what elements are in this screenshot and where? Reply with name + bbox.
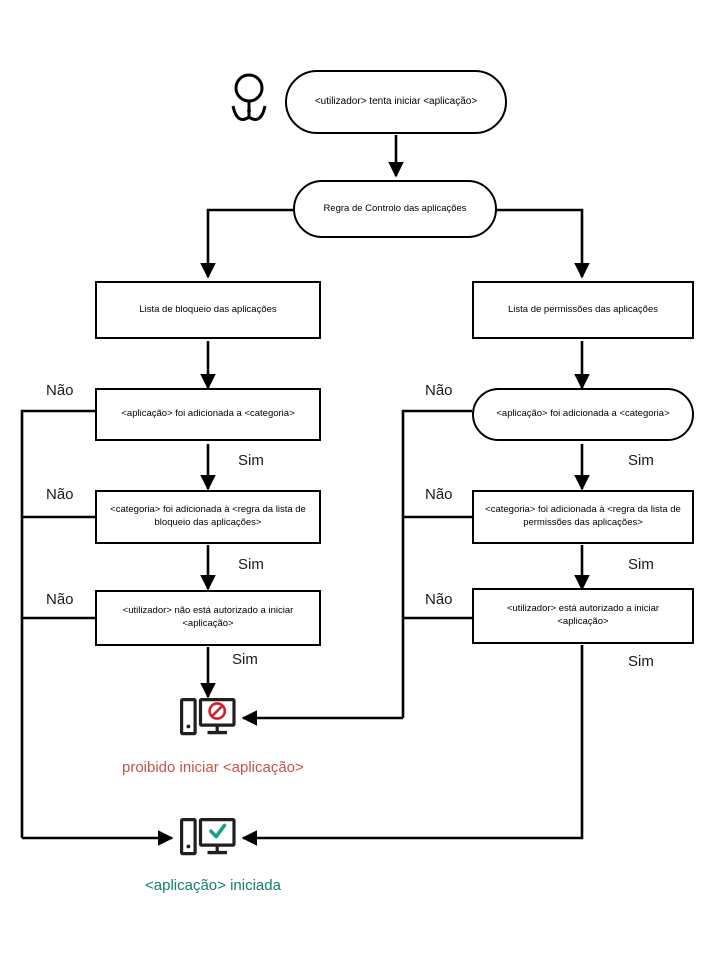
- monitor-blocked-icon: [180, 698, 236, 745]
- node-allow-rule[interactable]: <categoria> foi adicionada à <regra da l…: [472, 490, 694, 544]
- edge-label-left-nao-1: Não: [46, 382, 74, 399]
- edge-label-right-nao-2: Não: [425, 486, 453, 503]
- edge-label-right-nao-3: Não: [425, 591, 453, 608]
- edge-label-left-nao-3: Não: [46, 591, 74, 608]
- edge-label-right-sim-3: Sim: [628, 653, 654, 670]
- node-deny-category[interactable]: <aplicação> foi adicionada a <categoria>: [95, 388, 321, 441]
- edge-label-left-sim-1: Sim: [238, 452, 264, 469]
- node-allow-rule-label: <categoria> foi adicionada à <regra da l…: [485, 504, 681, 528]
- rail-right-nao-1: [401, 409, 472, 718]
- node-deny-user-label: <utilizador> não está autorizado a inici…: [122, 605, 294, 629]
- node-deny-rule-label: <categoria> foi adicionada à <regra da l…: [110, 504, 306, 528]
- user-actor-icon: [222, 72, 276, 139]
- node-allow-category-label: <aplicação> foi adicionada a <categoria>: [496, 408, 670, 420]
- edge-label-right-sim-1: Sim: [628, 452, 654, 469]
- node-allow-list-label: Lista de permissões das aplicações: [508, 303, 658, 315]
- node-deny-list[interactable]: Lista de bloqueio das aplicações: [95, 281, 321, 339]
- node-deny-list-label: Lista de bloqueio das aplicações: [139, 303, 277, 315]
- allowed-caption: <aplicação> iniciada: [145, 877, 281, 894]
- node-allow-list[interactable]: Lista de permissões das aplicações: [472, 281, 694, 339]
- edge-label-right-nao-1: Não: [425, 382, 453, 399]
- node-rule[interactable]: Regra de Controlo das aplicações: [293, 180, 497, 238]
- node-allow-user-label: <utilizador> está autorizado a iniciar <…: [506, 603, 660, 627]
- node-start-label: <utilizador> tenta iniciar <aplicação>: [314, 96, 478, 108]
- edge-label-left-sim-2: Sim: [238, 556, 264, 573]
- edge-label-left-nao-2: Não: [46, 486, 74, 503]
- denied-caption: proibido iniciar <aplicação>: [122, 759, 304, 776]
- node-deny-rule[interactable]: <categoria> foi adicionada à <regra da l…: [95, 490, 321, 544]
- node-allow-category[interactable]: <aplicação> foi adicionada a <categoria>: [472, 388, 694, 441]
- edge-allowuser-sim-to-allowed: [241, 645, 584, 846]
- node-allow-user[interactable]: <utilizador> está autorizado a iniciar <…: [472, 588, 694, 644]
- edge-label-right-sim-2: Sim: [628, 556, 654, 573]
- node-start[interactable]: <utilizador> tenta iniciar <aplicação>: [285, 70, 507, 134]
- edge-label-left-sim-3: Sim: [232, 651, 258, 668]
- rail-left-nao-1: [20, 409, 95, 838]
- node-rule-label: Regra de Controlo das aplicações: [323, 202, 467, 214]
- monitor-check-icon: [180, 818, 236, 865]
- node-deny-user[interactable]: <utilizador> não está autorizado a inici…: [95, 590, 321, 646]
- node-deny-category-label: <aplicação> foi adicionada a <categoria>: [121, 408, 295, 420]
